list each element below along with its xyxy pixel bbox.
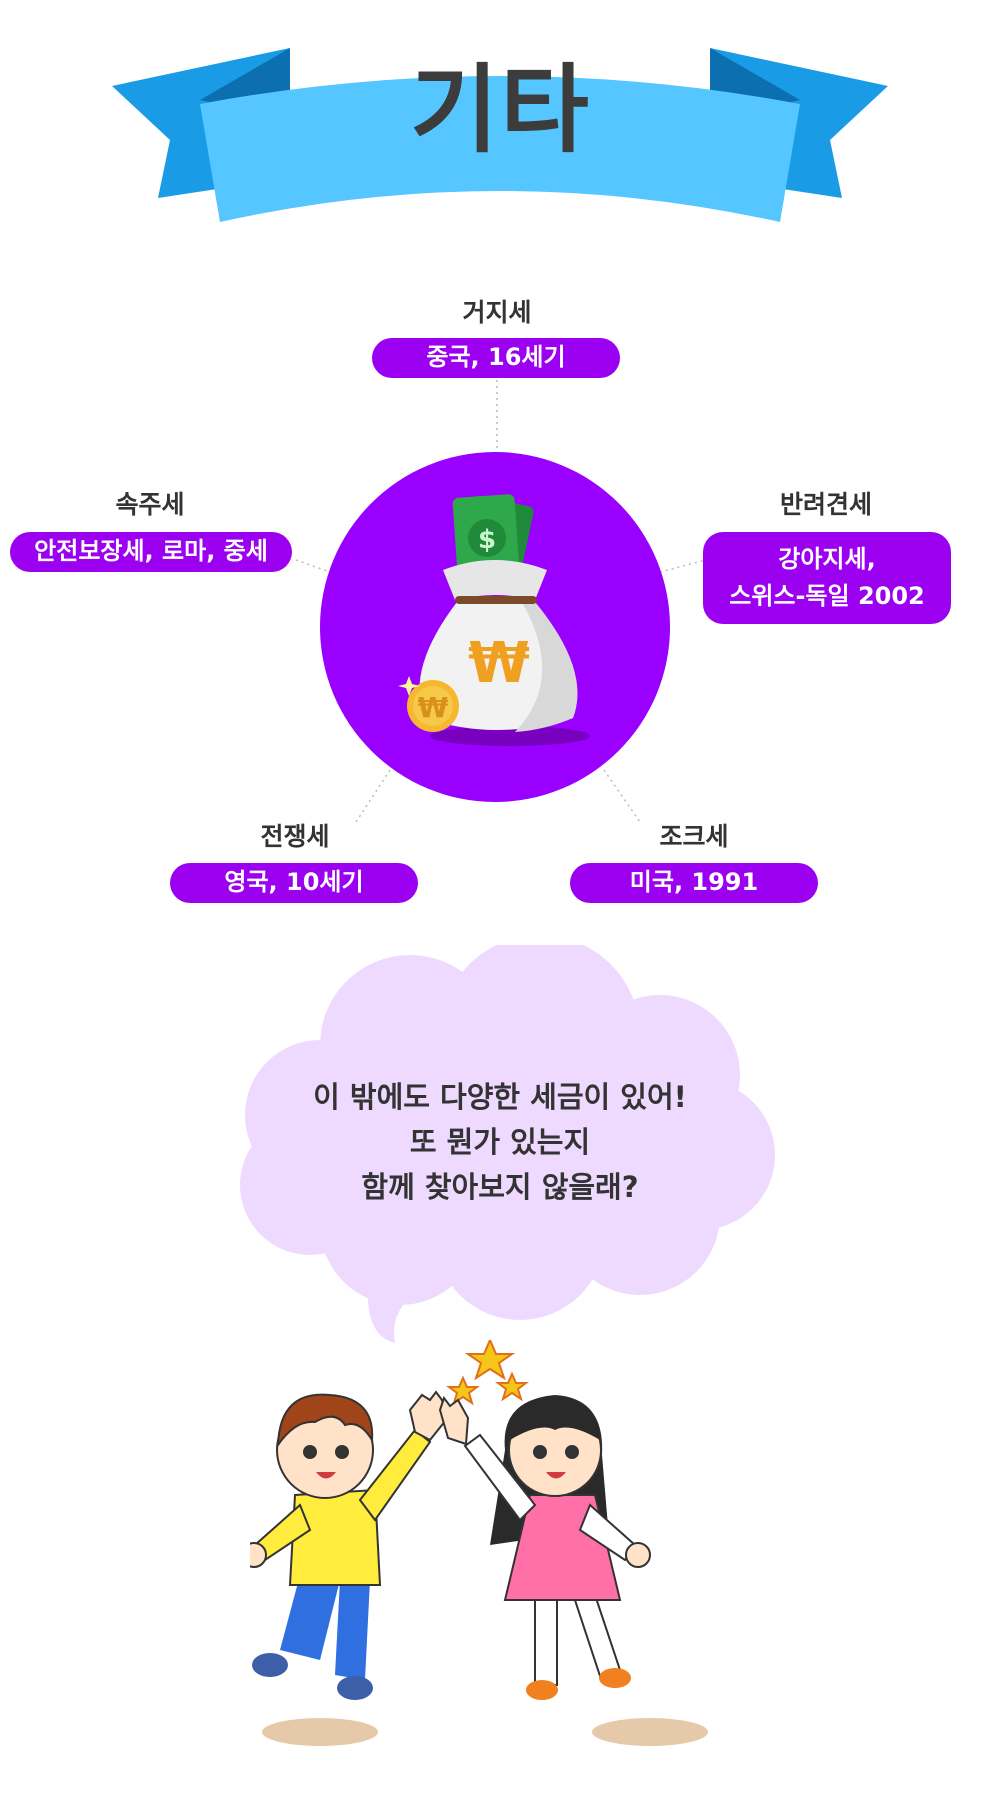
sparkle-stars-icon [446, 1340, 529, 1406]
connector-lines [295, 380, 707, 823]
bubble-line-1: 이 밖에도 다양한 세금이 있어! [313, 1080, 687, 1114]
page-title: 기타 [410, 54, 591, 166]
tax-detail-beggar-line: 중국, 16세기 [426, 343, 566, 372]
ribbon-graphic [112, 48, 888, 222]
tax-name-beggar: 거지세 [462, 298, 532, 327]
bubble-line-2: 또 뭔가 있는지 [409, 1125, 591, 1159]
tax-detail-war: 영국, 10세기 [170, 863, 418, 903]
tax-name-pet: 반려견세 [779, 490, 872, 519]
coin-won-symbol: ₩ [418, 691, 449, 724]
tax-detail-vassal: 안전보장세, 로마, 중세 [10, 532, 292, 572]
tax-detail-joke-line: 미국, 1991 [629, 868, 759, 897]
bubble-line-3: 함께 찾아보지 않을래? [361, 1170, 639, 1204]
girl-character [438, 1395, 651, 1700]
tax-detail-beggar: 중국, 16세기 [372, 338, 620, 378]
cash-symbol: $ [478, 525, 496, 555]
tax-detail-pet-line-2: 스위스-독일 2002 [729, 582, 925, 610]
won-symbol: ₩ [468, 631, 530, 696]
tax-detail-vassal-line: 안전보장세, 로마, 중세 [34, 537, 268, 566]
tax-detail-war-line: 영국, 10세기 [224, 868, 364, 897]
tax-name-war: 전쟁세 [260, 822, 330, 851]
money-bag-icon: $ ₩ ₩ [398, 494, 590, 746]
title-banner: 기타 [0, 0, 1001, 240]
boy-character [250, 1390, 448, 1700]
tax-detail-joke: 미국, 1991 [570, 863, 818, 903]
tax-detail-pet-line-1: 강아지세, [778, 544, 876, 573]
tax-detail-pet: 강아지세, 스위스-독일 2002 [703, 532, 951, 624]
tax-name-vassal: 속주세 [115, 490, 185, 519]
tax-name-joke: 조크세 [659, 822, 729, 851]
speech-cloud [240, 945, 775, 1343]
kids-high-five-illustration [250, 1340, 708, 1746]
